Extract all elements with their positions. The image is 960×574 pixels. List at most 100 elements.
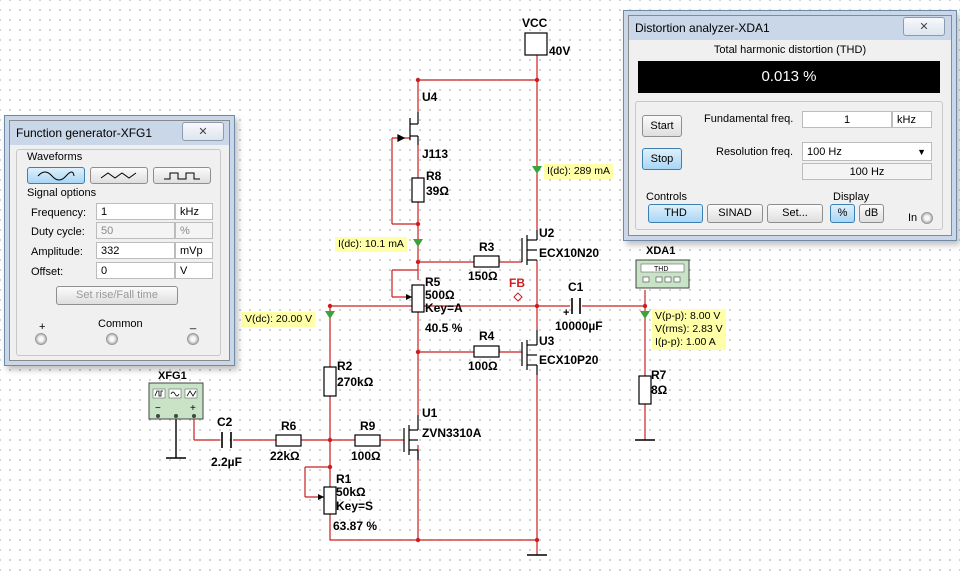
u2-ref: U2	[539, 226, 555, 240]
c2-value: 2.2µF	[211, 455, 242, 469]
set-rise-fall-time-button[interactable]: Set rise/Fall time	[56, 286, 178, 305]
r1-setting: 63.87 %	[333, 519, 377, 533]
vcc-value: 40V	[549, 44, 570, 58]
resolution-freq-display: 100 Hz	[802, 163, 932, 180]
r4-resistor[interactable]	[473, 345, 500, 358]
probe-voltage-dc[interactable]: V(dc): 20.00 V	[242, 312, 316, 327]
probe-current-r8[interactable]: I(dc): 10.1 mA	[335, 237, 407, 252]
da-thd-label: Total harmonic distortion (THD)	[713, 44, 867, 56]
fg-offset-input[interactable]: 0	[96, 262, 175, 279]
c1-ref: C1	[568, 280, 584, 294]
xda1-instrument-icon[interactable]: THD	[635, 259, 690, 289]
triangle-wave-button[interactable]	[90, 167, 148, 184]
fg-duty-cycle-label: Duty cycle:	[31, 226, 85, 238]
set-button[interactable]: Set...	[767, 204, 823, 223]
da-titlebar[interactable]: Distortion analyzer-XDA1	[629, 16, 951, 40]
fg-duty-cycle-input[interactable]: 50	[96, 222, 175, 239]
u4-ref: U4	[422, 90, 438, 104]
u4-model: J113	[422, 147, 448, 161]
sine-wave-button[interactable]	[27, 167, 85, 184]
da-close-button[interactable]: ✕	[903, 17, 945, 36]
xfg1-instrument-icon[interactable]: − +	[148, 382, 204, 420]
sinad-button[interactable]: SINAD	[707, 204, 763, 223]
u1-model: ZVN3310A	[422, 426, 482, 440]
fg-waveforms-label: Waveforms	[27, 151, 83, 163]
fg-minus-terminal[interactable]	[187, 333, 199, 345]
svg-text:−: −	[155, 403, 161, 414]
probe-output[interactable]: V(p-p): 8.00 V V(rms): 2.83 V I(p-p): 1.…	[652, 309, 726, 350]
u1-mosfet[interactable]	[403, 415, 419, 460]
c1-value: 10000µF	[555, 319, 603, 333]
c1-capacitor[interactable]	[571, 298, 581, 314]
r4-value: 100Ω	[468, 359, 498, 373]
fg-minus-label: _	[190, 318, 197, 330]
r2-resistor[interactable]	[323, 366, 337, 397]
probe-ipp: I(p-p): 1.00 A	[655, 336, 716, 348]
c2-capacitor[interactable]	[221, 432, 232, 448]
resolution-freq-select[interactable]: 100 Hz ▼	[802, 142, 932, 161]
u2-model: ECX10N20	[539, 246, 599, 260]
da-fundamental-label: Fundamental freq.	[704, 113, 794, 125]
sine-wave-icon	[37, 171, 75, 181]
r7-resistor[interactable]	[638, 375, 652, 405]
u2-mosfet[interactable]	[521, 230, 538, 265]
fg-frequency-input[interactable]: 1	[96, 203, 175, 220]
r5-key: Key=A	[425, 301, 463, 315]
fg-panel	[16, 149, 221, 356]
u3-mosfet[interactable]	[521, 330, 538, 375]
r7-ref: R7	[651, 368, 667, 382]
r6-value: 22kΩ	[270, 449, 300, 463]
fg-title: Function generator-XFG1	[16, 126, 153, 140]
u1-ref: U1	[422, 406, 438, 420]
junction-dots	[327, 77, 648, 543]
fg-offset-unit[interactable]: V	[175, 262, 213, 279]
da-in-label: In	[908, 212, 918, 224]
r3-value: 150Ω	[468, 269, 498, 283]
c2-ref: C2	[217, 415, 233, 429]
xfg1-label: XFG1	[158, 370, 187, 382]
square-wave-icon	[164, 172, 200, 180]
vcc-source[interactable]: VCC 40V	[522, 16, 570, 58]
r8-resistor[interactable]	[411, 177, 425, 203]
thd-button[interactable]: THD	[648, 204, 703, 223]
function-generator-window[interactable]: Function generator-XFG1 ✕ Waveforms Sign…	[9, 120, 230, 361]
r3-resistor[interactable]	[473, 255, 500, 268]
r7-value: 8Ω	[651, 383, 668, 397]
fg-amplitude-input[interactable]: 332	[96, 242, 175, 259]
percent-button[interactable]: %	[830, 204, 855, 223]
r9-resistor[interactable]	[354, 434, 381, 447]
svg-text:+: +	[190, 403, 196, 414]
fg-common-label: Common	[98, 318, 143, 330]
r6-resistor[interactable]	[275, 434, 302, 447]
fg-signal-options-label: Signal options	[27, 187, 97, 199]
probe-vrms: V(rms): 2.83 V	[655, 323, 723, 335]
r1-potentiometer[interactable]	[318, 486, 337, 515]
r8-value: 39Ω	[426, 184, 449, 198]
u4-jfet[interactable]	[397, 112, 419, 145]
fg-frequency-unit[interactable]: kHz	[175, 203, 213, 220]
probe-current-u2[interactable]: I(dc): 289 mA	[544, 164, 614, 179]
r2-ref: R2	[337, 359, 353, 373]
u3-model: ECX10P20	[539, 353, 599, 367]
fundamental-freq-input[interactable]: 1	[802, 111, 892, 128]
start-button[interactable]: Start	[642, 115, 682, 137]
fg-amplitude-unit[interactable]: mVp	[175, 242, 213, 259]
fundamental-freq-unit[interactable]: kHz	[892, 111, 932, 128]
da-controls-label: Controls	[646, 191, 687, 203]
distortion-analyzer-window[interactable]: Distortion analyzer-XDA1 ✕ Total harmoni…	[628, 15, 952, 236]
fg-plus-terminal[interactable]	[35, 333, 47, 345]
vcc-label: VCC	[522, 16, 548, 30]
fg-offset-label: Offset:	[31, 266, 64, 278]
close-icon: ✕	[198, 125, 208, 138]
db-button[interactable]: dB	[859, 204, 884, 223]
r5-potentiometer[interactable]	[406, 284, 425, 313]
square-wave-button[interactable]	[153, 167, 211, 184]
fg-close-button[interactable]: ✕	[182, 122, 224, 141]
stop-button[interactable]: Stop	[642, 148, 682, 170]
fb-net-marker[interactable]	[513, 292, 523, 302]
fg-common-terminal[interactable]	[106, 333, 118, 345]
xda1-label: XDA1	[646, 245, 675, 257]
da-in-terminal[interactable]	[921, 212, 933, 224]
fg-duty-cycle-unit[interactable]: %	[175, 222, 213, 239]
